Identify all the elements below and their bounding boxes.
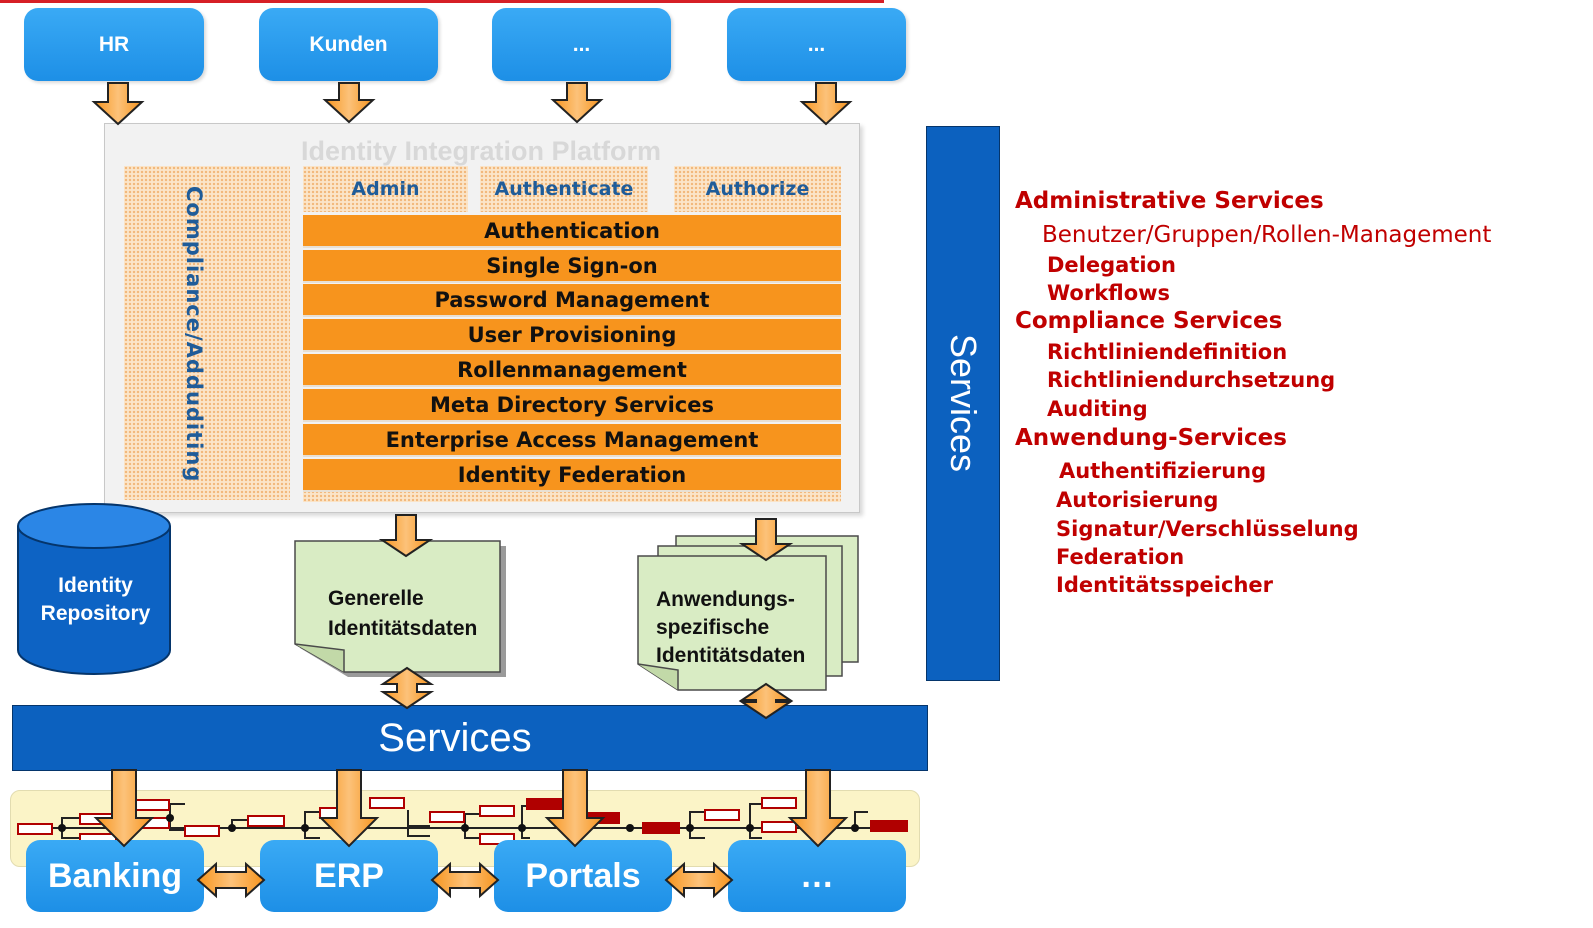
- services-bus[interactable]: Services: [12, 705, 928, 771]
- arrow-source4-down: [799, 82, 853, 126]
- app-portals-label: Portals: [525, 856, 641, 895]
- specific-identity-doc-stack: [637, 535, 859, 691]
- app-banking-label: Banking: [47, 856, 183, 895]
- specific-doc-line-3: Identitätsdaten: [656, 644, 806, 667]
- arrow-platform-to-specific: [738, 518, 794, 562]
- source-3-label: ...: [572, 32, 591, 56]
- layer-password-management[interactable]: Password Management: [303, 284, 841, 317]
- app-portals-box[interactable]: Portals: [494, 840, 672, 912]
- source-4-label: ...: [807, 32, 826, 56]
- layer-user-provisioning[interactable]: User Provisioning: [303, 319, 841, 352]
- app-services-heading: Anwendung-Services: [1015, 425, 1287, 451]
- top-accent-line: [0, 0, 884, 3]
- arrow-hr-down: [91, 82, 145, 126]
- layer-rollenmanagement[interactable]: Rollenmanagement: [303, 354, 841, 387]
- app-item-signatur: Signatur/Verschlüsselung: [1056, 517, 1359, 541]
- column-authorize: Authorize: [674, 166, 841, 212]
- identity-repository-cylinder: [17, 503, 171, 675]
- arrow-erp-portals: [430, 861, 500, 899]
- source-hr-label: HR: [98, 32, 130, 56]
- layer-enterprise-access-management[interactable]: Enterprise Access Management: [303, 424, 841, 457]
- app-item-authentifizierung: Authentifizierung: [1059, 459, 1267, 483]
- compliance-item-richtliniendurchsetzung: Richtliniendurchsetzung: [1047, 368, 1336, 392]
- app-more-box[interactable]: …: [728, 840, 906, 912]
- services-bus-label: Services: [378, 715, 532, 760]
- arrow-general-bus: [379, 666, 435, 710]
- column-authenticate-label: Authenticate: [494, 178, 634, 200]
- layer-single-sign-on[interactable]: Single Sign-on: [303, 250, 841, 283]
- source-3-box[interactable]: ...: [492, 8, 671, 81]
- admin-item-benutzer: Benutzer/Gruppen/Rollen-Management: [1042, 222, 1492, 248]
- compliance-services-heading: Compliance Services: [1015, 308, 1283, 334]
- arrow-portals-more: [664, 861, 734, 899]
- column-admin-label: Admin: [351, 178, 420, 200]
- app-banking-box[interactable]: Banking: [26, 840, 204, 912]
- specific-doc-line-2: spezifische: [656, 616, 770, 639]
- admin-item-delegation: Delegation: [1047, 253, 1176, 277]
- general-doc-line-2: Identitätsdaten: [328, 617, 478, 640]
- source-kunden-box[interactable]: Kunden: [259, 8, 438, 81]
- arrow-bus-more: [787, 769, 849, 848]
- layer-authentication[interactable]: Authentication: [303, 215, 841, 248]
- layer-identity-federation[interactable]: Identity Federation: [303, 459, 841, 492]
- column-authenticate: Authenticate: [480, 166, 648, 212]
- compliance-column: [124, 166, 290, 500]
- compliance-label: Compliance/Adduditing: [182, 186, 206, 483]
- app-item-autorisierung: Autorisierung: [1056, 488, 1219, 512]
- specific-doc-line-1: Anwendungs-: [656, 588, 795, 611]
- identity-repository-label: Identity Repository: [18, 572, 173, 628]
- arrow-bus-banking: [93, 769, 155, 848]
- app-more-label: …: [800, 856, 834, 895]
- admin-item-workflows: Workflows: [1047, 281, 1171, 305]
- platform-bottom-strip: [303, 490, 841, 502]
- source-hr-box[interactable]: HR: [24, 8, 204, 81]
- arrow-platform-to-general: [378, 514, 434, 558]
- arrow-bus-erp: [318, 769, 380, 848]
- compliance-item-auditing: Auditing: [1047, 397, 1148, 421]
- repository-line-1: Identity: [58, 574, 133, 597]
- source-kunden-label: Kunden: [309, 32, 388, 56]
- app-item-identitaetsspeicher: Identitätsspeicher: [1056, 573, 1273, 597]
- column-admin: Admin: [303, 166, 468, 212]
- platform-title: Identity Integration Platform: [300, 136, 662, 166]
- general-identity-doc-shape: [294, 540, 506, 677]
- services-vertical-label: Services: [943, 334, 984, 473]
- app-erp-box[interactable]: ERP: [260, 840, 438, 912]
- compliance-item-richtliniendefinition: Richtliniendefinition: [1047, 340, 1288, 364]
- arrow-banking-erp: [196, 861, 266, 899]
- specific-identity-doc[interactable]: Anwendungs- spezifische Identitätsdaten: [656, 586, 805, 670]
- layer-meta-directory-services[interactable]: Meta Directory Services: [303, 389, 841, 422]
- arrow-kunden-down: [322, 82, 376, 124]
- general-identity-doc[interactable]: Generelle Identitätsdaten: [328, 584, 477, 644]
- admin-services-heading: Administrative Services: [1015, 188, 1324, 214]
- source-4-box[interactable]: ...: [727, 8, 906, 81]
- repository-line-2: Repository: [40, 602, 151, 625]
- arrow-source3-down: [550, 82, 604, 124]
- services-vertical-bar[interactable]: Services: [926, 126, 1000, 681]
- app-erp-label: ERP: [314, 856, 384, 895]
- arrow-specific-bus: [738, 682, 794, 720]
- arrow-bus-portals: [544, 769, 606, 848]
- app-item-federation: Federation: [1056, 545, 1185, 569]
- column-authorize-label: Authorize: [705, 178, 810, 200]
- general-doc-line-1: Generelle: [328, 587, 424, 610]
